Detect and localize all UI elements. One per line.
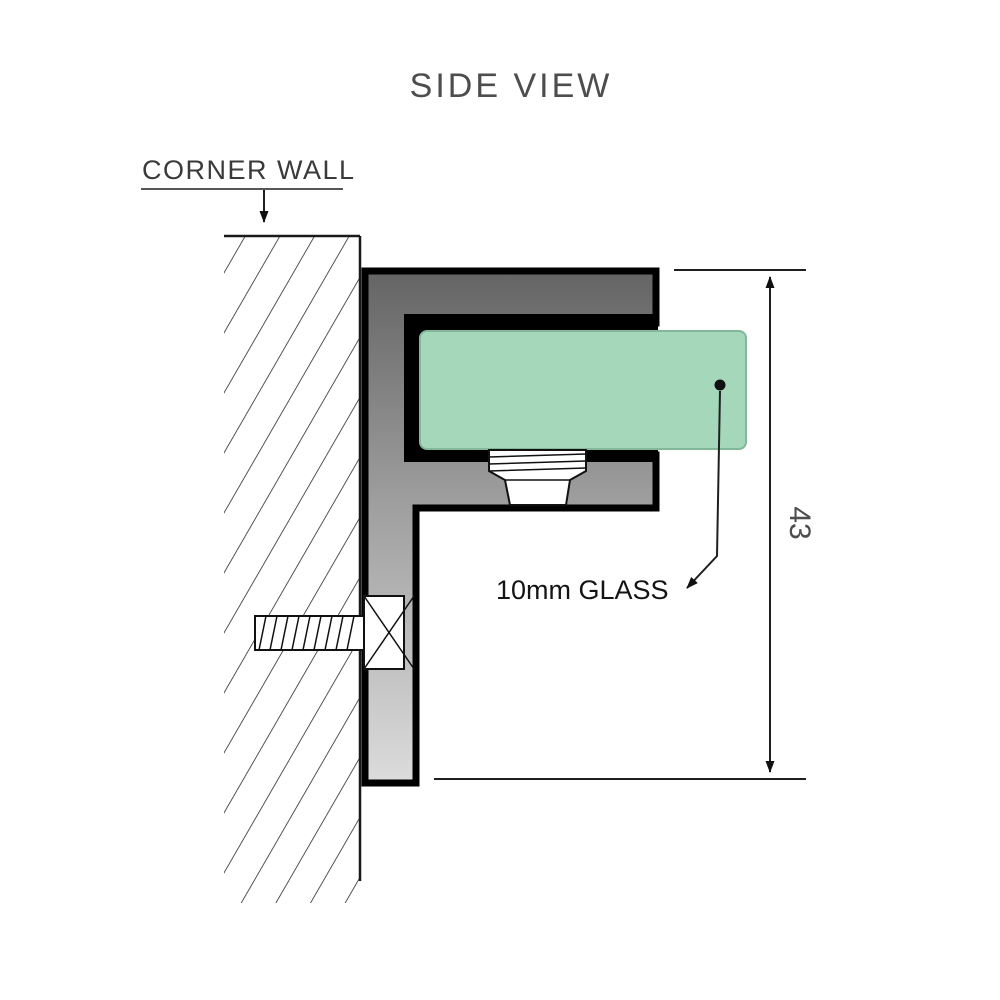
height-dimension: 43 [434, 269, 816, 780]
glass-leader-line [686, 379, 726, 589]
page-title: SIDE VIEW [410, 67, 613, 105]
glass-label: 10mm GLASS [496, 575, 669, 605]
dimension-label: 43 [783, 506, 816, 539]
wall-screw [254, 595, 415, 670]
glass-panel [419, 330, 747, 450]
grub-screw [488, 449, 587, 506]
glass-leader-dot [714, 379, 726, 391]
wall-screw-head [363, 595, 405, 670]
wall-hatching [224, 237, 360, 903]
wall-surface-line [224, 234, 362, 881]
corner-wall-label: CORNER WALL [142, 155, 356, 185]
